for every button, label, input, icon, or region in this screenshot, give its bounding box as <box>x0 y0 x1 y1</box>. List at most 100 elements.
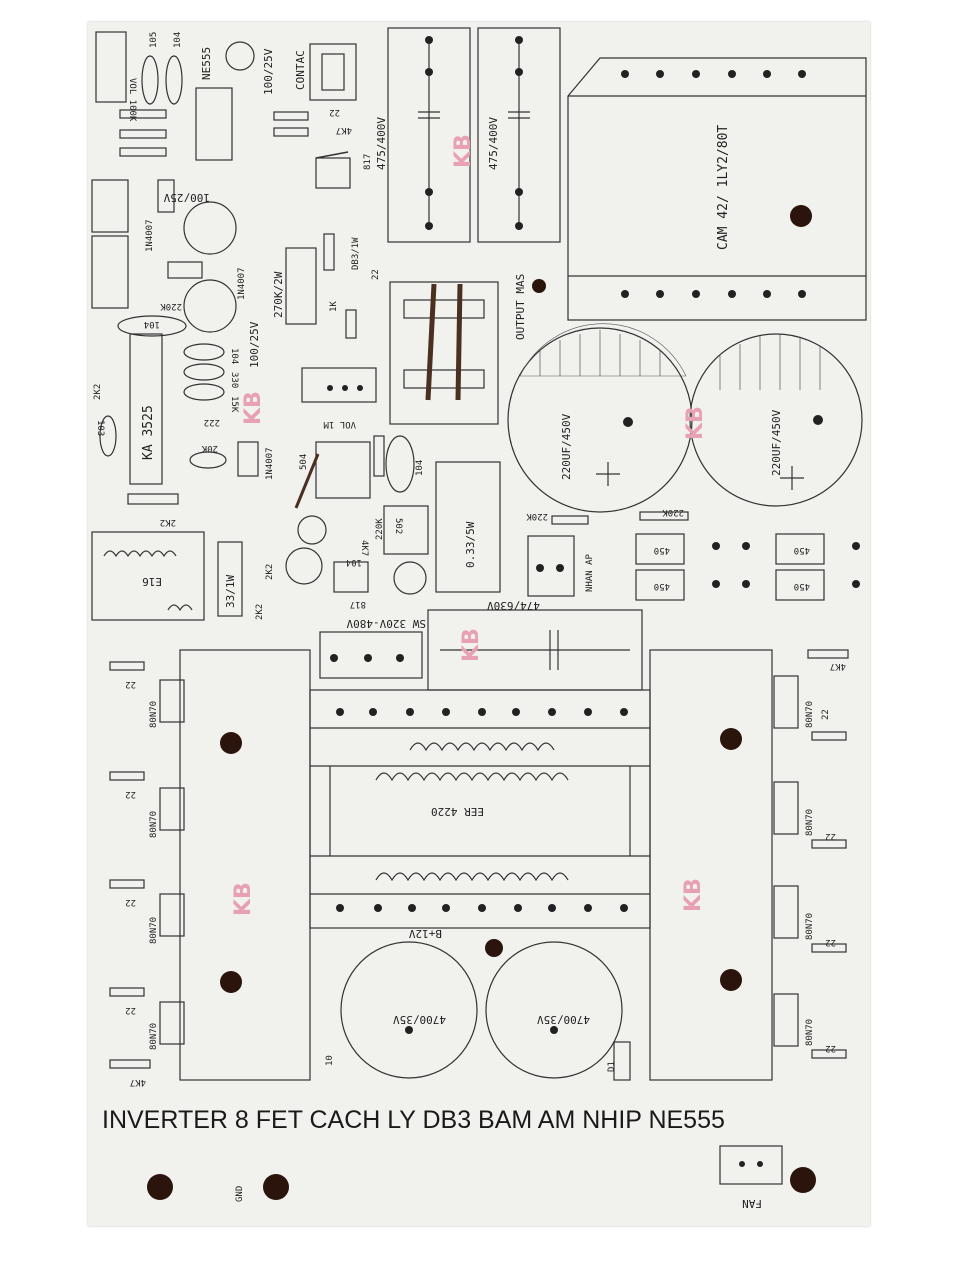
svg-text:22: 22 <box>825 937 836 947</box>
diode-450-a-label: 450 <box>654 545 670 555</box>
output-mas-label: OUTPUT MAS <box>514 274 527 340</box>
pot-504 <box>315 441 371 499</box>
opto-817-b-label: 817 <box>350 599 366 609</box>
vol100k <box>95 31 127 103</box>
fet-right-3: 80N70 22 <box>773 885 847 953</box>
res-2k2-d-label: 2K2 <box>255 604 265 620</box>
diode-1n4007-a-label: 1N4007 <box>145 219 155 252</box>
svg-text:22: 22 <box>125 897 136 907</box>
svg-text:22: 22 <box>825 831 836 841</box>
cap-100-25-a <box>183 201 237 255</box>
e16-label: E16 <box>142 575 162 588</box>
pot-504-label: 504 <box>299 454 309 470</box>
cap-104-a-label: 104 <box>144 319 160 329</box>
res-222-label: 222 <box>204 417 220 427</box>
cap-100-25-a-label: 100/25V <box>163 191 210 204</box>
svg-text:80N70: 80N70 <box>149 917 159 944</box>
res-4k7-left-label: 4K7 <box>130 1077 146 1087</box>
cap-105-label: 105 <box>149 32 159 48</box>
cam-label: CAM 42/ 1LY2/80T <box>716 125 731 250</box>
pcb-board <box>88 22 870 1226</box>
vol1m <box>301 367 377 403</box>
res-033-5w <box>435 461 501 593</box>
res-33-1w-label: 33/1W <box>224 575 237 608</box>
opto-817-label: 817 <box>363 154 373 170</box>
cap-100-25-top <box>225 41 255 71</box>
cap-475-b <box>477 27 561 243</box>
heatsink-right <box>649 649 773 1081</box>
r22-top-label: 22 <box>329 107 340 117</box>
svg-text:80N70: 80N70 <box>805 701 815 728</box>
brand-mark: KB <box>231 882 256 916</box>
res-2k2-c-label: 2K2 <box>265 564 275 580</box>
ka3525-label: KA 3525 <box>141 405 156 460</box>
gnd-label: GND <box>235 1186 245 1202</box>
svg-text:80N70: 80N70 <box>149 1023 159 1050</box>
res-15k-label: 15K <box>229 396 239 413</box>
brand-mark: KB <box>681 878 706 912</box>
cap-104-c-label: 104 <box>415 460 425 476</box>
diode-1n4007-b-label: 1N4007 <box>237 267 247 300</box>
cap-100-25-b-label: 100/25V <box>248 321 261 368</box>
res-1k-label: 1K <box>329 301 339 312</box>
cap-475-b-label: 475/400V <box>487 117 500 170</box>
diode-db3-label: DB3/1W <box>351 237 361 270</box>
svg-text:80N70: 80N70 <box>805 809 815 836</box>
svg-text:22: 22 <box>821 709 831 720</box>
ka3525-chip <box>129 333 163 485</box>
pads <box>327 36 860 1167</box>
res-220k-a-label: 220K <box>160 301 182 311</box>
res-033-label: 0.33/5W <box>464 521 477 568</box>
res-4k7-b-label: 4K7 <box>359 540 369 556</box>
fet-left-1: 22 80N70 <box>109 661 185 728</box>
cap-4700-a-label: 4700/35V <box>393 1013 446 1026</box>
cap-4700-b-label: 4700/35V <box>537 1013 590 1026</box>
res-22-mid-label: 22 <box>371 269 381 280</box>
fet-right-4: 80N70 22 <box>773 993 847 1059</box>
res-270k-label: 270K/2W <box>272 271 285 318</box>
eer-transformer <box>309 689 651 929</box>
cap-474-label: 474/630V <box>487 599 540 612</box>
cap-4700-b <box>485 941 623 1079</box>
res-4k7-right-label: 4K7 <box>830 661 846 671</box>
diode-1n4007-c-label: 1N4007 <box>265 447 275 480</box>
svg-text:22: 22 <box>825 1043 836 1053</box>
fan-label: FAN <box>742 1197 762 1210</box>
res-220k-d-label: 220K <box>375 518 385 540</box>
svg-text:80N70: 80N70 <box>805 1019 815 1046</box>
contac-connector <box>309 43 357 101</box>
brand-mark: KB <box>683 406 708 440</box>
cap-220uf-a <box>507 327 693 513</box>
fet-right-1: 80N70 22 <box>773 675 847 741</box>
switch-connector <box>319 631 423 679</box>
board-title: INVERTER 8 FET CACH LY DB3 BAM AM NHIP N… <box>102 1106 725 1134</box>
e16-transformer <box>91 531 205 621</box>
res-2k2-b-label: 2K2 <box>160 517 176 527</box>
svg-text:80N70: 80N70 <box>149 811 159 838</box>
cap-104-b-label: 104 <box>229 348 239 364</box>
b12v-label: B+12V <box>409 927 442 940</box>
heatsink-a <box>389 281 499 425</box>
mounting-holes <box>147 205 816 1200</box>
cap-4700-a <box>340 941 478 1079</box>
svg-text:80N70: 80N70 <box>805 913 815 940</box>
diode-d1-label: D1 <box>607 1061 617 1072</box>
pot-502-label: 502 <box>393 518 403 534</box>
vol100k-label: VOL 100K <box>127 78 137 122</box>
eer-label: EER 4220 <box>431 805 484 818</box>
res-330-label: 330 <box>229 372 239 388</box>
cap-220uf-a-label: 220UF/450V <box>560 413 573 480</box>
diode-450-d-label: 450 <box>794 581 810 591</box>
vol1m-label: VOL 1M <box>323 419 356 429</box>
heatsink-left <box>179 649 311 1081</box>
res-220k-b-label: 220K <box>526 511 548 521</box>
nhan-ap-label: NHAN AP <box>585 553 595 592</box>
r4k7-top-label: 4K7 <box>336 125 352 135</box>
ne555-label: NE555 <box>200 47 213 80</box>
svg-text:80N70: 80N70 <box>149 701 159 728</box>
switch-label: SW 320V-480V <box>346 617 426 630</box>
brand-mark: KB <box>459 628 484 662</box>
cap-104-top-label: 104 <box>173 32 183 48</box>
svg-text:22: 22 <box>125 1005 136 1015</box>
